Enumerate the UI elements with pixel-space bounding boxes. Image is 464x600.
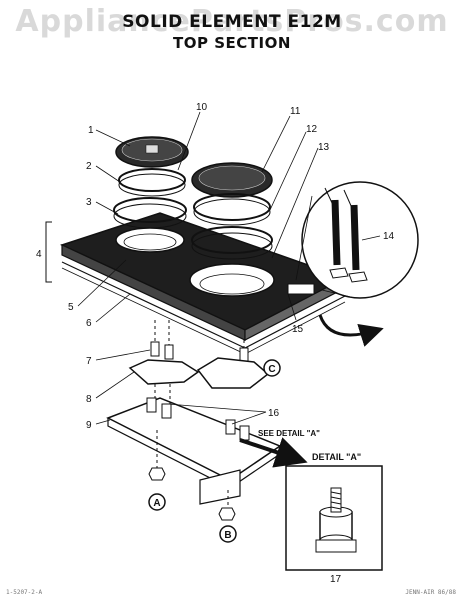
- detail-a-box: [285, 465, 383, 571]
- label-9: 9: [86, 420, 92, 431]
- callout-b: B: [219, 525, 237, 543]
- leader-detail: [295, 195, 313, 281]
- nut-b: [218, 507, 236, 521]
- callout-c: C: [263, 359, 281, 377]
- label-14: 14: [383, 231, 395, 242]
- label-13: 13: [318, 142, 330, 153]
- curved-arrow: [318, 314, 384, 347]
- part-number-labels: 1 2 3 4 5 6 7 8 9 10 11 12 13 14 15 16 1…: [36, 102, 395, 585]
- label-17: 17: [330, 574, 342, 585]
- label-15: 15: [292, 324, 304, 335]
- label-11: 11: [290, 106, 301, 117]
- nut-a: [148, 467, 166, 481]
- terminal-detail-circle: [301, 181, 419, 299]
- connector-tab: [287, 283, 315, 295]
- footer-code-left: 1-5207-2-A: [6, 589, 43, 596]
- callout-a: A: [148, 493, 166, 511]
- label-16: 16: [268, 408, 280, 419]
- diagram-title: SOLID ELEMENT E12M: [122, 12, 342, 32]
- label-6: 6: [86, 318, 92, 329]
- label-8: 8: [86, 394, 92, 405]
- svg-text:B: B: [224, 530, 231, 541]
- arrow-to-detail-a: [239, 437, 308, 468]
- label-12: 12: [306, 124, 318, 135]
- bracket-4: [45, 221, 52, 283]
- label-3: 3: [86, 197, 92, 208]
- footer-code-right: JENN-AIR 86/88: [405, 589, 456, 596]
- label-7: 7: [86, 356, 92, 367]
- leader-detail-2: [321, 289, 356, 299]
- detail-a-title: DETAIL "A": [312, 452, 361, 462]
- label-1: 1: [88, 125, 94, 136]
- see-detail-label: SEE DETAIL "A": [258, 429, 320, 438]
- left-burner-stack: [113, 136, 189, 253]
- diagram-subtitle: TOP SECTION: [173, 34, 291, 52]
- label-10: 10: [196, 102, 208, 113]
- right-burner-stack: [189, 162, 275, 297]
- base-tray: [106, 384, 282, 520]
- label-4: 4: [36, 249, 42, 260]
- svg-text:C: C: [268, 364, 275, 375]
- svg-text:A: A: [153, 498, 160, 509]
- label-2: 2: [86, 161, 92, 172]
- label-5: 5: [68, 302, 74, 313]
- leader-lines: [77, 111, 381, 425]
- mounting-brackets: [128, 320, 270, 389]
